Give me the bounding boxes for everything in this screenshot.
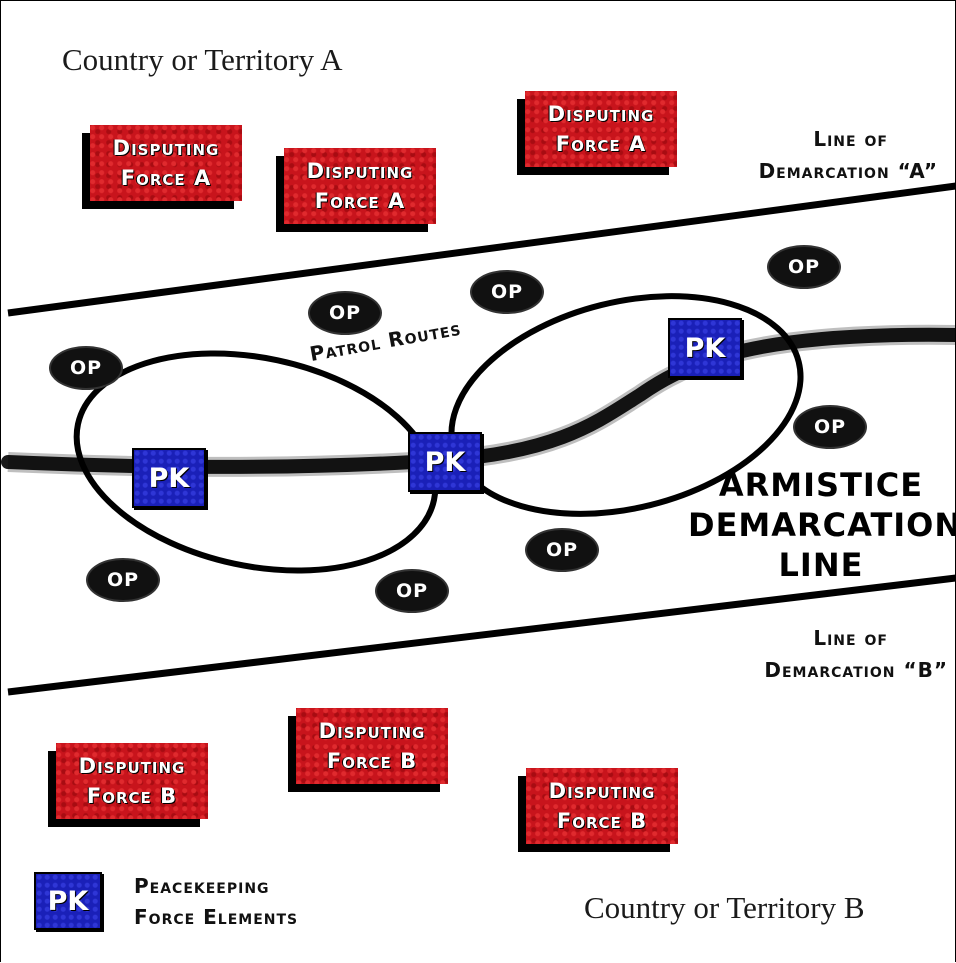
armistice-label-line2: DEMARCATION (688, 506, 956, 544)
force-label-line2: Force A (120, 166, 212, 190)
op-label: OP (328, 302, 362, 324)
force-label-line2: Force B (556, 809, 648, 833)
op-label: OP (395, 580, 429, 602)
armistice-label-line1: ARMISTICE (718, 466, 924, 504)
force-label-line2: Force B (86, 784, 178, 808)
op-marker-6: OP (527, 530, 597, 570)
legend-label-line1: Peacekeeping (134, 874, 270, 898)
pk-label: PK (148, 462, 190, 494)
disputing-force-b-2: Disputing Force B (296, 708, 448, 784)
pk-element-2: PK (408, 432, 482, 492)
patrol-route-left (73, 350, 439, 574)
pk-element-1: PK (132, 448, 206, 508)
force-label-line1: Disputing (112, 136, 220, 160)
op-marker-8: OP (88, 560, 158, 600)
disputing-force-a-3: Disputing Force A (525, 91, 677, 167)
op-marker-4: OP (769, 247, 839, 287)
line-a-label-2: Demarcation “A” (759, 155, 938, 187)
op-marker-1: OP (51, 348, 121, 388)
force-label-line2: Force B (326, 749, 418, 773)
force-label-line1: Disputing (78, 754, 186, 778)
force-label-line2: Force A (555, 132, 647, 156)
op-label: OP (545, 539, 579, 561)
pk-label: PK (424, 446, 466, 478)
territory-b-label: Country or Territory B (584, 890, 865, 925)
legend-pk-swatch: PK (34, 872, 102, 930)
line-a-label-line1: Line of (813, 127, 888, 151)
op-marker-2: OP (310, 293, 380, 333)
armistice-label-line3: LINE (778, 546, 864, 584)
op-label: OP (106, 569, 140, 591)
legend-label-line2: Force Elements (134, 905, 299, 929)
op-marker-3: OP (472, 272, 542, 312)
demarcation-line-a (7, 182, 956, 317)
disputing-force-a-2: Disputing Force A (284, 148, 436, 224)
force-label-line1: Disputing (318, 719, 426, 743)
line-b-label-line2: Demarcation “B” (764, 658, 948, 682)
disputing-force-a-1: Disputing Force A (90, 125, 242, 201)
legend-pk-label: PK (47, 885, 89, 917)
op-marker-7: OP (377, 571, 447, 611)
disputing-force-b-3: Disputing Force B (526, 768, 678, 844)
force-label-line1: Disputing (306, 159, 414, 183)
disputing-force-b-1: Disputing Force B (56, 743, 208, 819)
line-b-label-2: Demarcation “B” (764, 654, 948, 686)
armistice-label: ARMISTICE DEMARCATION LINE (688, 465, 956, 585)
op-label: OP (490, 281, 524, 303)
legend-label: Peacekeeping Force Elements (134, 871, 298, 933)
demarcation-line-b (7, 574, 956, 696)
line-b-label: Line of (813, 622, 888, 654)
line-a-label-line2: Demarcation “A” (758, 159, 938, 183)
force-label-line1: Disputing (548, 779, 656, 803)
op-label: OP (787, 256, 821, 278)
op-label: OP (813, 416, 847, 438)
force-label-line2: Force A (314, 189, 406, 213)
op-label: OP (69, 357, 103, 379)
force-label-line1: Disputing (547, 102, 655, 126)
line-b-label-line1: Line of (813, 626, 888, 650)
territory-a-label: Country or Territory A (62, 42, 343, 77)
op-marker-5: OP (795, 407, 865, 447)
pk-label: PK (684, 332, 726, 364)
line-a-label: Line of (813, 123, 888, 155)
pk-element-3: PK (668, 318, 742, 378)
